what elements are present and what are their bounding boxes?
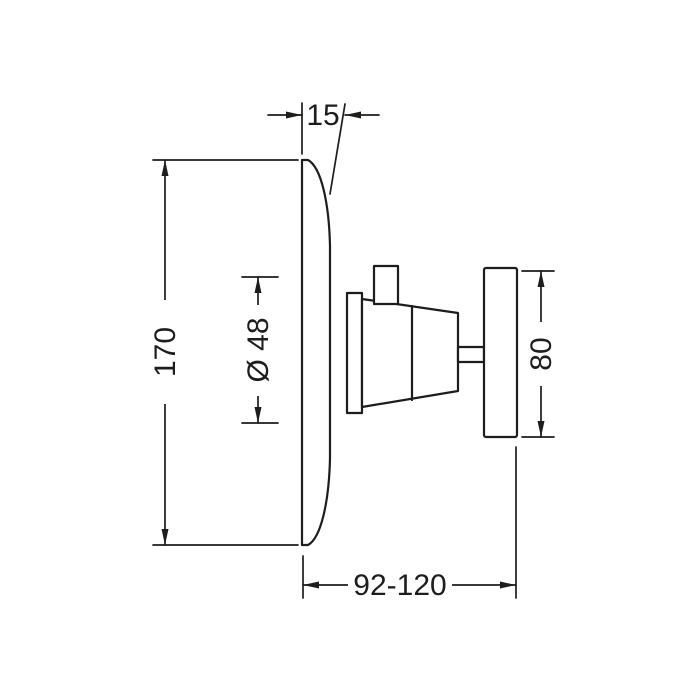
label-background [524,322,558,386]
dimension-label-plate-thickness: 15 [306,99,339,132]
label-background [241,305,275,396]
dimension-diameter: Ø 48 [241,276,279,424]
label-background [148,300,182,404]
arrow-up-icon [161,160,169,176]
handle [482,266,519,439]
dimension-label-installation-depth: 92-120 [353,569,446,602]
dimension-installation-depth: 92-120 [302,446,517,602]
arrow-down-icon [537,421,545,437]
extension-leader-line [329,103,346,195]
dimension-plate-thickness: 15 [267,99,380,195]
dimension-label-plate-height: 170 [149,327,182,377]
handle-stem [456,345,486,364]
escutcheon-plate [300,158,332,547]
arrow-down-icon [161,529,169,545]
valve-body [360,297,460,409]
arrow-down-icon [254,407,262,423]
arrow-right-icon [286,111,302,119]
arrow-left-icon [345,111,361,119]
valve-sleeve [345,291,364,415]
dimension-plate-height: 170 [148,159,299,546]
arrow-up-icon [254,277,262,293]
arrow-up-icon [537,271,545,287]
arrow-left-icon [303,581,319,589]
dimension-handle-length: 80 [521,270,558,438]
dimension-label-diameter: Ø 48 [242,317,275,382]
safety-button [372,264,400,306]
label-background [348,568,452,602]
arrow-right-icon [500,581,516,589]
dimension-label-handle-length: 80 [525,337,558,370]
fixture-side-view [300,158,519,547]
